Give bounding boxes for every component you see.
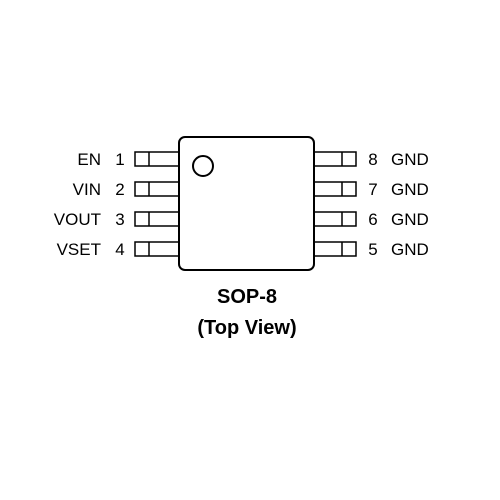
pin-lead [134, 211, 180, 227]
pin-lead [134, 181, 180, 197]
pin-name: EN [77, 150, 101, 169]
pin-8: 8 GND [313, 150, 429, 169]
right-pin-group: 8 GND 7 GND 6 GND 5 GND [313, 150, 429, 259]
pin-7: 7 GND [313, 180, 429, 199]
pin-number: 8 [368, 150, 377, 169]
pin-lead [313, 241, 357, 257]
pin-3: VOUT 3 [54, 210, 180, 229]
package-name: SOP-8 [217, 286, 277, 308]
pin-1: EN 1 [77, 150, 180, 169]
pin-name: GND [391, 150, 429, 169]
pin-2: VIN 2 [73, 180, 180, 199]
pin1-indicator-dot [192, 155, 214, 177]
pin-name: GND [391, 210, 429, 229]
pin-lead [313, 211, 357, 227]
pin-lead [134, 151, 180, 167]
pin-lead [313, 181, 357, 197]
pin-4: VSET 4 [57, 240, 180, 259]
pin-lead [313, 151, 357, 167]
pin-number: 5 [368, 240, 377, 259]
pin-name: VSET [57, 240, 101, 259]
pin-6: 6 GND [313, 210, 429, 229]
package-view: (Top View) [197, 317, 296, 339]
pin-lead [134, 241, 180, 257]
pin-number: 2 [115, 180, 124, 199]
pin-name: VOUT [54, 210, 101, 229]
pin-name: GND [391, 240, 429, 259]
pin-number: 4 [115, 240, 124, 259]
pin-number: 7 [368, 180, 377, 199]
pin-number: 3 [115, 210, 124, 229]
pin-number: 6 [368, 210, 377, 229]
pin-name: VIN [73, 180, 101, 199]
chip-body [178, 136, 315, 271]
left-pin-group: EN 1 VIN 2 VOUT 3 VSET 4 [54, 150, 180, 259]
pin-name: GND [391, 180, 429, 199]
pin-5: 5 GND [313, 240, 429, 259]
pin-number: 1 [115, 150, 124, 169]
